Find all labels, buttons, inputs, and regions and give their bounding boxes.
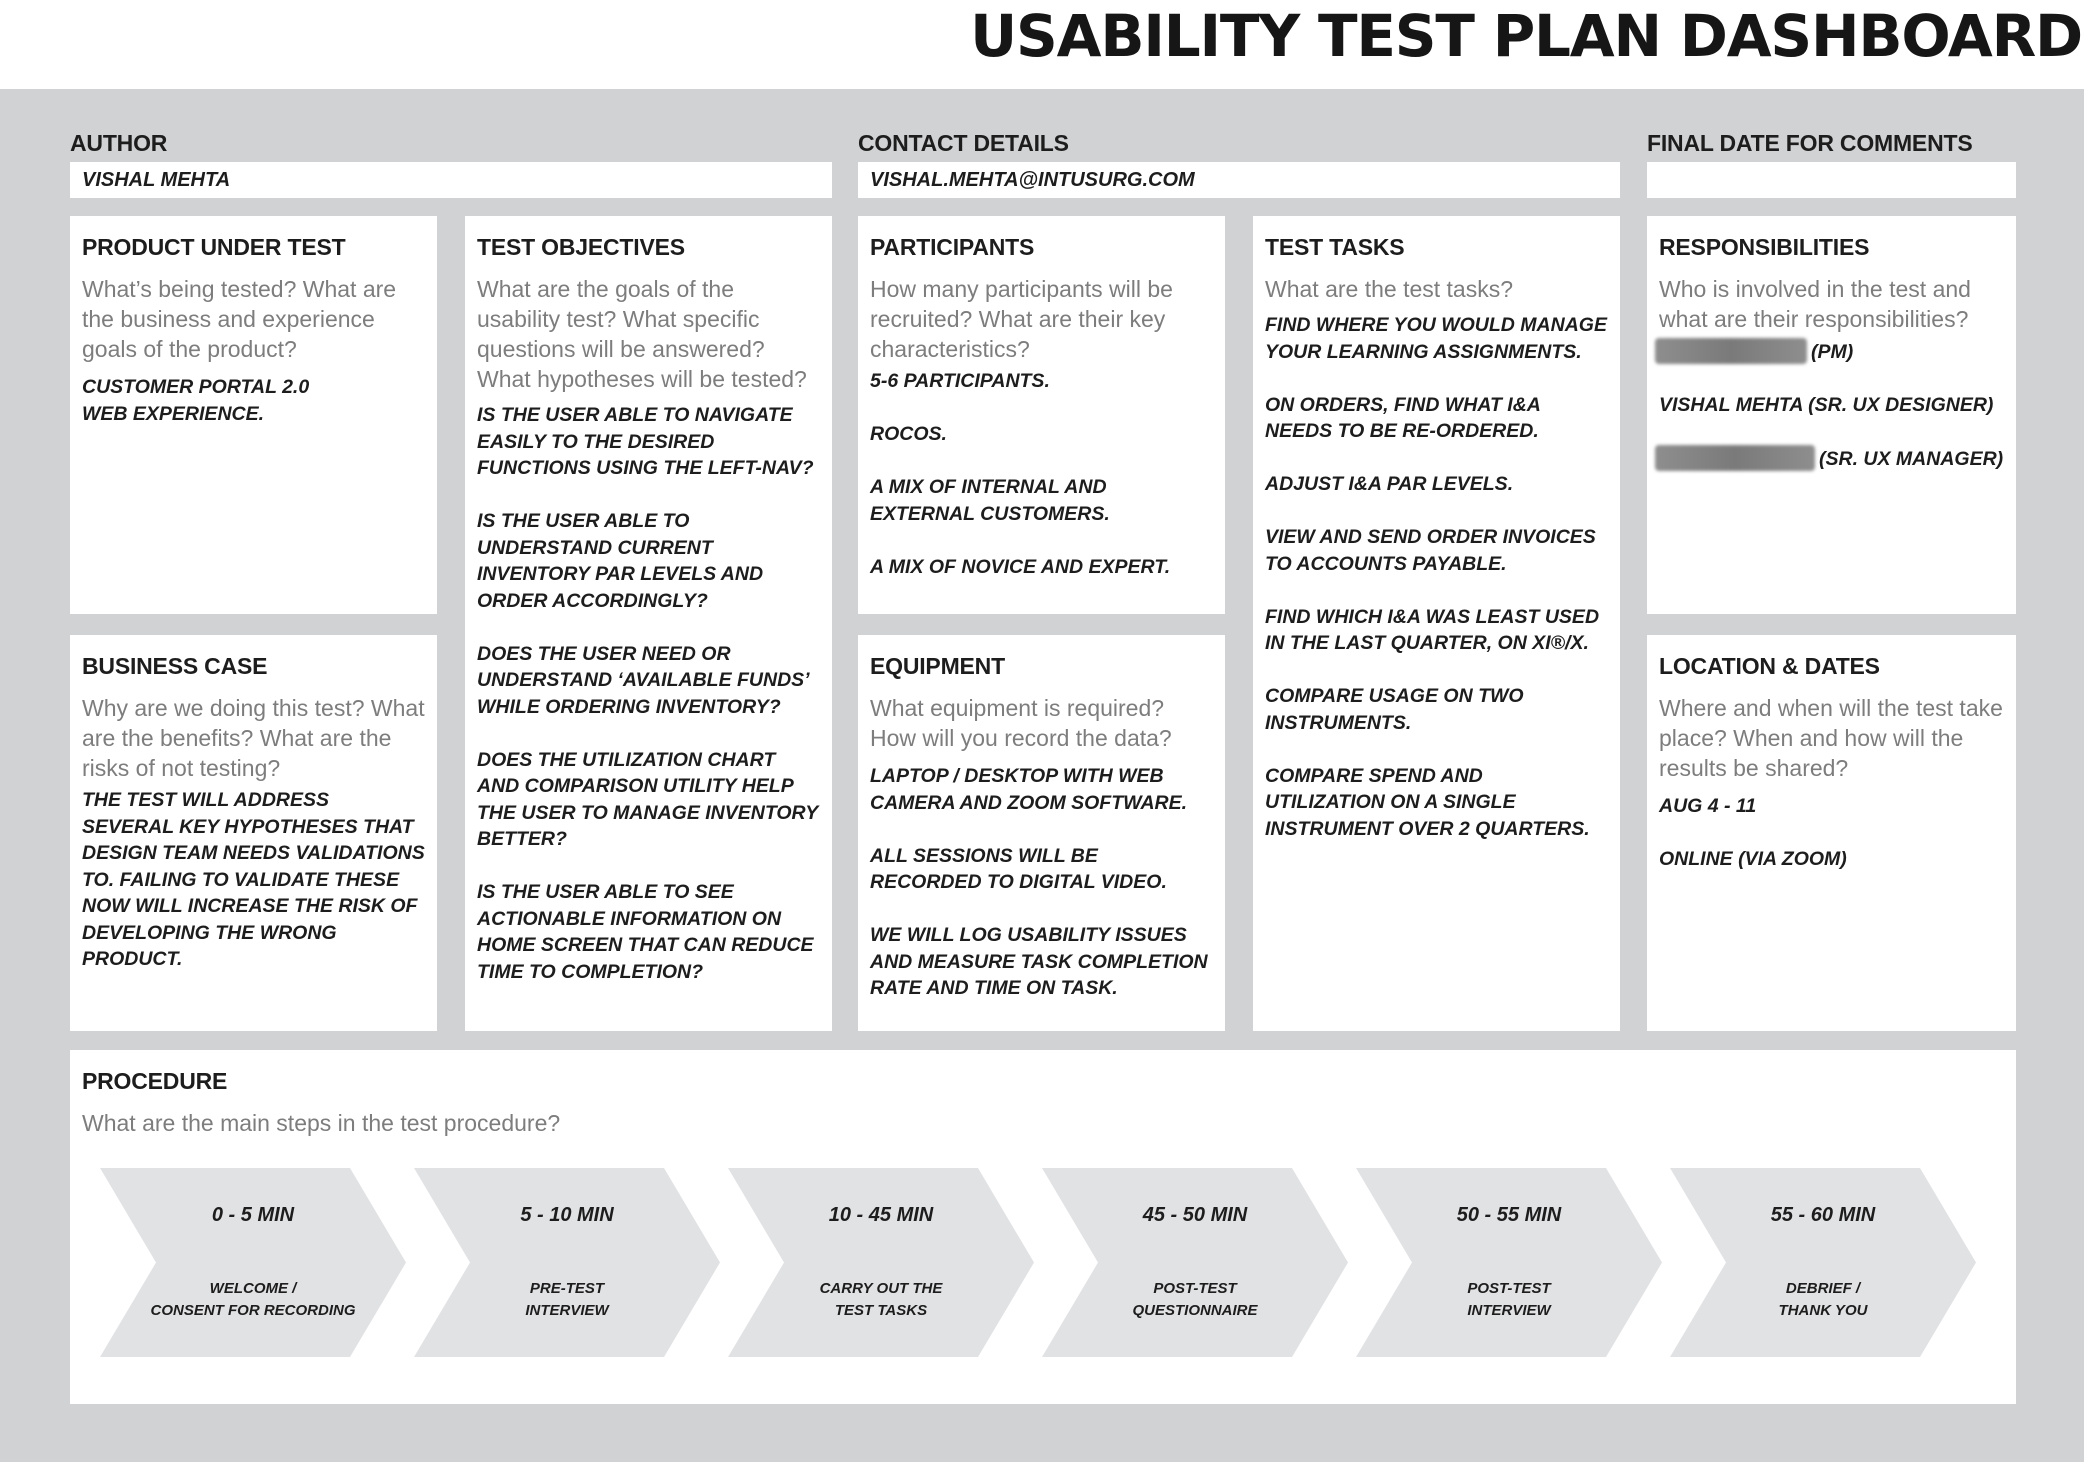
task-item: VIEW AND SEND ORDER INVOICES TO ACCOUNTS… (1265, 526, 1596, 575)
equipment-item: LAPTOP / DESKTOP WITH WEB CAMERA AND ZOO… (870, 765, 1188, 814)
task-item: ON ORDERS, FIND WHAT I&A NEEDS TO BE RE-… (1265, 393, 1541, 443)
responsibilities-title: RESPONSIBILITIES (1659, 234, 1870, 260)
objective-item: DOES THE USER NEED OR UNDERSTAND ‘AVAILA… (477, 642, 809, 718)
chevron-arrow (1042, 1168, 1348, 1357)
objective-item: IS THE USER ABLE TO UNDERSTAND CURRENT I… (477, 510, 764, 612)
step-time: 10 - 45 MIN (828, 1204, 934, 1226)
procedure-step: 0 - 5 MIN WELCOME /CONSENT FOR RECORDING (100, 1168, 406, 1357)
step-time: 0 - 5 MIN (211, 1204, 295, 1226)
objective-item: DOES THE UTILIZATION CHART AND COMPARISO… (477, 748, 818, 851)
contact-details-label: CONTACT DETAILS (858, 130, 1069, 156)
equipment-list: LAPTOP / DESKTOP WITH WEB CAMERA AND ZOO… (870, 763, 1213, 1002)
task-item: FIND WHICH I&A WAS LEAST USED IN THE LAS… (1265, 605, 1600, 655)
objective-item: IS THE USER ABLE TO SEE ACTIONABLE INFOR… (477, 881, 814, 983)
test-objectives-list: IS THE USER ABLE TO NAVIGATE EASILY TO T… (477, 402, 820, 985)
location-dates-list: AUG 4 - 11 ONLINE (VIA ZOOM) (1659, 793, 2004, 873)
test-objectives-card: TEST OBJECTIVES What are the goals of th… (465, 216, 832, 1031)
product-under-test-card: PRODUCT UNDER TEST What’s being tested? … (70, 216, 437, 614)
responsibilities-question: Who is involved in the test and what are… (1659, 276, 1971, 332)
participants-list: 5-6 PARTICIPANTS. ROCOS. A MIX OF INTERN… (870, 368, 1213, 580)
author-field[interactable]: VISHAL MEHTA (70, 162, 832, 198)
participant-item: ROCOS. (870, 423, 947, 445)
chevron-arrow (1356, 1168, 1662, 1357)
test-objectives-question: What are the goals of the usability test… (477, 276, 807, 392)
chevron-arrow (414, 1168, 720, 1357)
page-title: USABILITY TEST PLAN DASHBOARD (970, 2, 2083, 70)
business-case-body: THE TEST WILL ADDRESS SEVERAL KEY HYPOTH… (82, 789, 425, 970)
equipment-item: WE WILL LOG USABILITY ISSUES AND MEASURE… (870, 924, 1208, 999)
author-label: AUTHOR (70, 130, 168, 156)
test-tasks-card: TEST TASKS What are the test tasks? FIND… (1253, 216, 1620, 1031)
location-dates-title: LOCATION & DATES (1659, 653, 1880, 679)
chevron-arrow (728, 1168, 1034, 1357)
business-case-title: BUSINESS CASE (82, 653, 268, 679)
procedure-steps: 0 - 5 MIN WELCOME /CONSENT FOR RECORDING… (100, 1168, 1990, 1357)
test-tasks-question: What are the test tasks? (1265, 276, 1514, 302)
responsibility-pm: (PM) (1655, 338, 2004, 366)
business-case-card: BUSINESS CASE Why are we doing this test… (70, 635, 437, 1031)
equipment-title: EQUIPMENT (870, 653, 1005, 679)
procedure-question: What are the main steps in the test proc… (82, 1110, 561, 1136)
procedure-title: PROCEDURE (82, 1068, 228, 1094)
equipment-card: EQUIPMENT What equipment is required? Ho… (858, 635, 1225, 1031)
task-item: ADJUST I&A PAR LEVELS. (1265, 473, 1514, 495)
task-item: FIND WHERE YOU WOULD MANAGE YOUR LEARNIN… (1265, 314, 1607, 363)
objective-item: IS THE USER ABLE TO NAVIGATE EASILY TO T… (477, 404, 814, 479)
equipment-question: What equipment is required? How will you… (870, 695, 1172, 751)
location-dates-card: LOCATION & DATES Where and when will the… (1647, 635, 2016, 1031)
final-date-field[interactable] (1647, 162, 2016, 198)
responsibility-designer: VISHAL MEHTA (SR. UX DESIGNER) (1659, 394, 1994, 416)
step-time: 50 - 55 MIN (1456, 1204, 1562, 1226)
redacted-name (1655, 338, 1807, 364)
test-tasks-list: FIND WHERE YOU WOULD MANAGE YOUR LEARNIN… (1265, 312, 1608, 842)
pm-role: (PM) (1811, 341, 1854, 363)
step-time: 55 - 60 MIN (1770, 1204, 1876, 1226)
product-under-test-question: What’s being tested? What are the busine… (82, 276, 397, 362)
product-under-test-title: PRODUCT UNDER TEST (82, 234, 346, 260)
responsibilities-card: RESPONSIBILITIES Who is involved in the … (1647, 216, 2016, 614)
step-label: WELCOME /CONSENT FOR RECORDING (150, 1280, 356, 1319)
participants-question: How many participants will be recruited?… (870, 276, 1173, 362)
final-date-label: FINAL DATE FOR COMMENTS (1647, 130, 1973, 156)
product-under-test-body: CUSTOMER PORTAL 2.0 WEB EXPERIENCE. (82, 374, 425, 427)
equipment-item: ALL SESSIONS WILL BE RECORDED TO DIGITAL… (870, 844, 1167, 894)
procedure-step: 55 - 60 MIN DEBRIEF /THANK YOU (1670, 1168, 1976, 1357)
redacted-name (1655, 445, 1815, 471)
location-dates-question: Where and when will the test take place?… (1659, 695, 2003, 781)
participant-item: A MIX OF INTERNAL AND EXTERNAL CUSTOMERS… (870, 476, 1110, 525)
test-objectives-title: TEST OBJECTIVES (477, 234, 685, 260)
participant-item: 5-6 PARTICIPANTS. (870, 370, 1050, 392)
step-label: DEBRIEF /THANK YOU (1778, 1280, 1868, 1319)
task-item: COMPARE USAGE ON TWO INSTRUMENTS. (1265, 685, 1524, 734)
chevron-arrow (1670, 1168, 1976, 1357)
product-line: WEB EXPERIENCE. (82, 402, 265, 425)
manager-role: (SR. UX MANAGER) (1819, 448, 2004, 470)
step-time: 5 - 10 MIN (520, 1204, 614, 1226)
contact-details-field[interactable]: VISHAL.MEHTA@INTUSURG.COM (858, 162, 1620, 198)
product-line: CUSTOMER PORTAL 2.0 (82, 376, 310, 398)
responsibility-manager: (SR. UX MANAGER) (1655, 445, 2004, 473)
participants-title: PARTICIPANTS (870, 234, 1035, 260)
task-item: COMPARE SPEND AND UTILIZATION ON A SINGL… (1265, 764, 1590, 840)
location-item: ONLINE (VIA ZOOM) (1659, 848, 1847, 870)
participants-card: PARTICIPANTS How many participants will … (858, 216, 1225, 614)
step-time: 45 - 50 MIN (1142, 1204, 1248, 1226)
business-case-question: Why are we doing this test? What are the… (82, 695, 425, 781)
test-tasks-title: TEST TASKS (1265, 234, 1405, 260)
participant-item: A MIX OF NOVICE AND EXPERT. (870, 555, 1171, 578)
location-item: AUG 4 - 11 (1659, 795, 1757, 817)
responsibilities-list: (PM) VISHAL MEHTA (SR. UX DESIGNER) (SR.… (1655, 338, 2004, 473)
chevron-arrow (100, 1168, 406, 1357)
